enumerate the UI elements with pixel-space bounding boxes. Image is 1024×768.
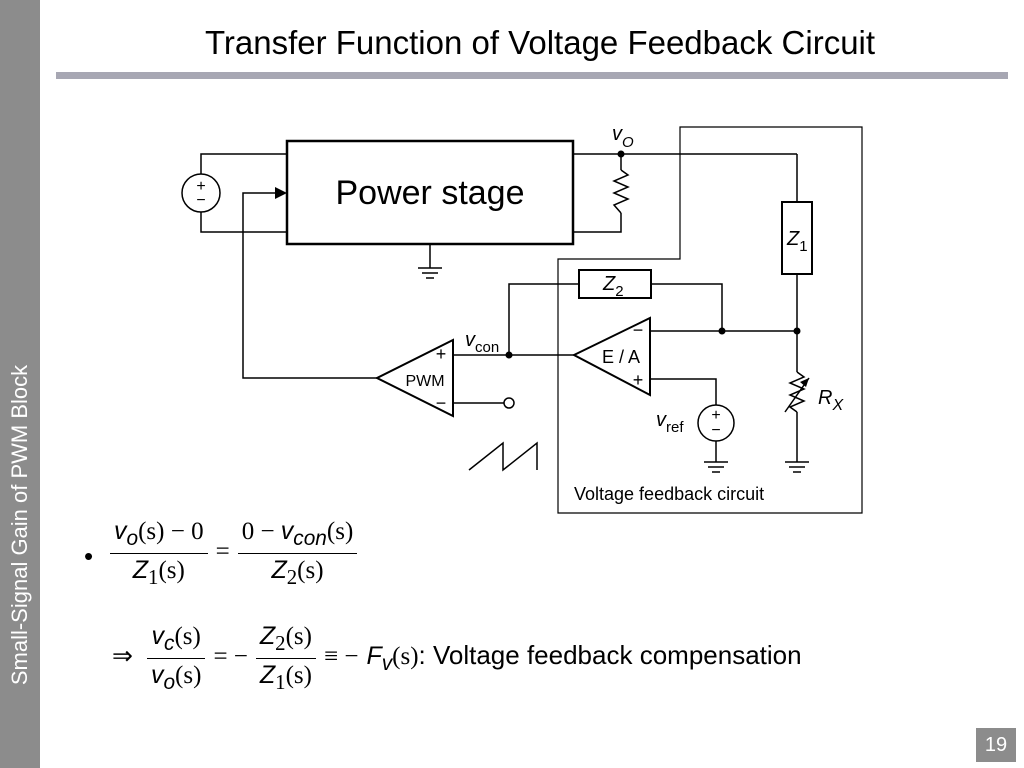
title-underline [56,72,1008,79]
ramp-input-terminal [503,397,515,409]
eq1-lhs-fraction: vo(s) − 0 Z1(s) [110,517,208,590]
vcon-node [505,351,513,359]
equation-1: vo(s) − 0 Z1(s) = 0 − vcon(s) Z2(s) [110,517,358,590]
vref-plus: + [711,407,720,424]
voltage-feedback-box [557,126,863,514]
rx-variable-resistor [788,371,806,413]
equation-bullet: • [84,541,94,571]
vref-minus: − [711,422,720,439]
page-number: 19 [976,728,1016,762]
vref-label: vref [656,409,684,436]
ea-label: E / A [602,347,640,367]
input-source-plus: + [196,178,205,195]
rx-label: RX [818,387,844,414]
eq2-lhs-fraction: vc(s) vo(s) [146,622,206,695]
sawtooth-ramp-icon [468,441,538,472]
eq1-rhs-fraction: 0 − vcon(s) Z2(s) [237,517,358,590]
sidebar: Small-Signal Gain of PWM Block [0,0,40,768]
input-source-minus: − [196,192,205,209]
ea-minus: − [633,320,644,340]
vo-node [617,150,625,158]
ea-plus: + [633,370,644,390]
feedback-box-label: Voltage feedback circuit [574,484,764,504]
equation-2: ⇒ vc(s) vo(s) = − Z2(s) Z1(s) ≡ −Fv(s): … [112,622,802,695]
power-stage-label: Power stage [336,174,525,212]
pwm-minus: − [436,393,447,413]
z2-label: Z2 [602,273,624,300]
fv-term: Fv(s) [366,642,419,676]
load-resistor [612,169,630,214]
compensation-description: : Voltage feedback compensation [418,640,802,671]
z1-label: Z1 [786,228,808,255]
vo-label: vO [612,123,634,151]
pwm-label: PWM [405,373,444,390]
pwm-plus: + [436,344,447,364]
input-voltage-source [181,173,221,213]
vcon-label: vcon [465,329,499,356]
slide-title: Transfer Function of Voltage Feedback Ci… [204,24,876,61]
pwm-comparator [374,338,454,418]
eq2-rhs-fraction: Z2(s) Z1(s) [255,622,316,695]
error-amplifier [571,316,651,397]
